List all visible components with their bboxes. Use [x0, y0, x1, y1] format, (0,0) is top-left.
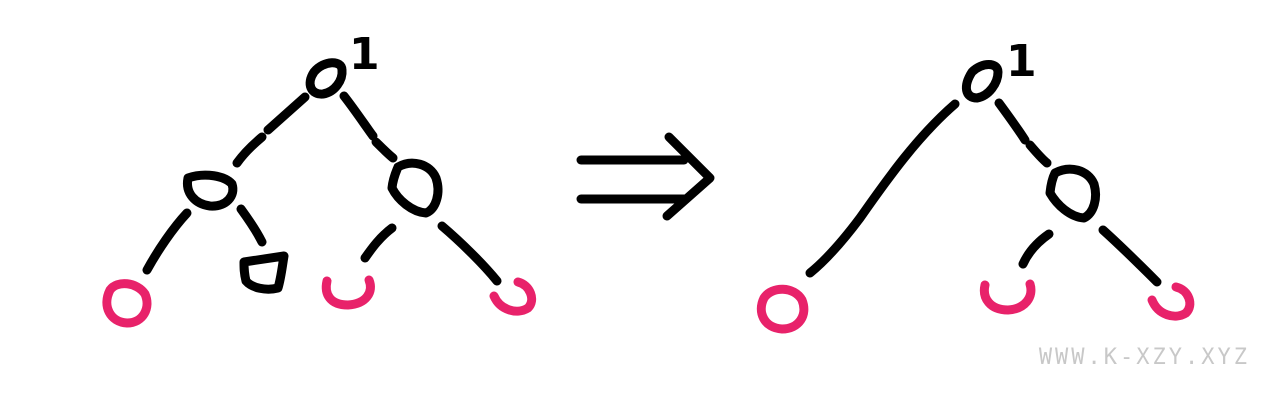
edge-root-right: [339, 91, 378, 141]
watermark-text: WWW.K-XZY.XYZ: [1038, 345, 1250, 370]
leaf-3: [489, 277, 537, 316]
edge-right-leaf: [360, 223, 397, 263]
node-right: [387, 158, 443, 218]
edge-right-leaf: [1018, 229, 1054, 269]
node-right: [1045, 164, 1101, 223]
edge-right-rightleaf: [1098, 225, 1162, 287]
after-tree: 1: [756, 36, 1195, 334]
arrow-head: [662, 132, 715, 221]
leaf-1: [102, 279, 152, 328]
leaf-2: [979, 279, 1036, 315]
before-internal-nodes: [182, 58, 443, 294]
after-root-label: 1: [1006, 36, 1037, 87]
node-root: [305, 58, 347, 99]
edge-root-right: [994, 98, 1030, 145]
after-edges: [805, 98, 1162, 287]
after-leaf-nodes: [756, 279, 1195, 334]
edge-root-left-long: [805, 99, 960, 278]
edge-root-right-lower: [1025, 140, 1052, 168]
edge-right-rightleaf: [437, 221, 502, 286]
leaf-3: [1147, 282, 1195, 321]
edge-root-right-lower: [371, 137, 398, 163]
edge-left-leaf: [142, 208, 192, 275]
edge-root-left: [263, 92, 310, 135]
edge-left-internal: [236, 204, 267, 247]
before-root-label: 1: [349, 29, 380, 80]
double-arrow-right-icon: [576, 132, 715, 221]
before-leaf-nodes: [102, 275, 537, 328]
leaf-2: [321, 275, 375, 310]
leaf-1: [756, 284, 809, 334]
edge-root-left-lower: [232, 132, 267, 168]
before-tree: 1: [102, 29, 537, 328]
before-edges: [142, 91, 502, 286]
after-internal-nodes: [961, 60, 1101, 223]
node-left: [182, 170, 238, 211]
node-left-right-child: [239, 251, 289, 294]
node-root: [961, 60, 1003, 103]
